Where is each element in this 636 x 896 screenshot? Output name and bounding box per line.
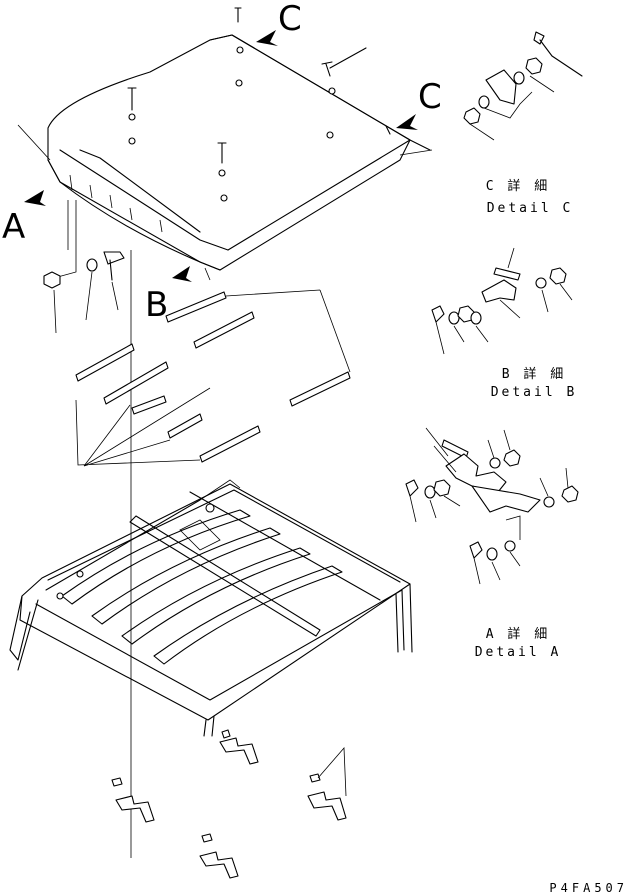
detail-c-title: C 詳 細 (486, 178, 550, 194)
arrow-c-right (396, 114, 418, 130)
cab-frame (9, 479, 413, 737)
view-label-c-right: C (418, 77, 442, 117)
bracket-2 (111, 777, 155, 823)
mount-brackets (111, 729, 347, 879)
detail-a-subtitle: Detail A (475, 645, 562, 660)
seal-strips (75, 289, 351, 467)
drawing-code: P4FA507 (549, 881, 628, 895)
view-label-b: B (145, 285, 168, 325)
arrow-c-top (256, 30, 278, 46)
view-label-a: A (2, 207, 25, 247)
detail-b-parts (431, 247, 573, 355)
detail-a-title: A 詳 細 (486, 626, 550, 642)
detail-c-parts (463, 31, 583, 141)
detail-b-subtitle: Detail B (491, 385, 578, 400)
bracket-4 (199, 833, 239, 879)
bracket-1 (219, 729, 259, 765)
arrow-b (172, 266, 192, 282)
roof-panel (17, 7, 433, 281)
view-arrows (24, 30, 418, 282)
view-label-c-top: C (278, 0, 302, 39)
left-hardware (43, 200, 125, 334)
detail-a-parts (405, 427, 579, 585)
arrow-a (24, 190, 46, 206)
detail-b-title: B 詳 細 (502, 366, 566, 382)
bracket-3 (307, 746, 347, 821)
detail-c-subtitle: Detail C (487, 201, 574, 216)
